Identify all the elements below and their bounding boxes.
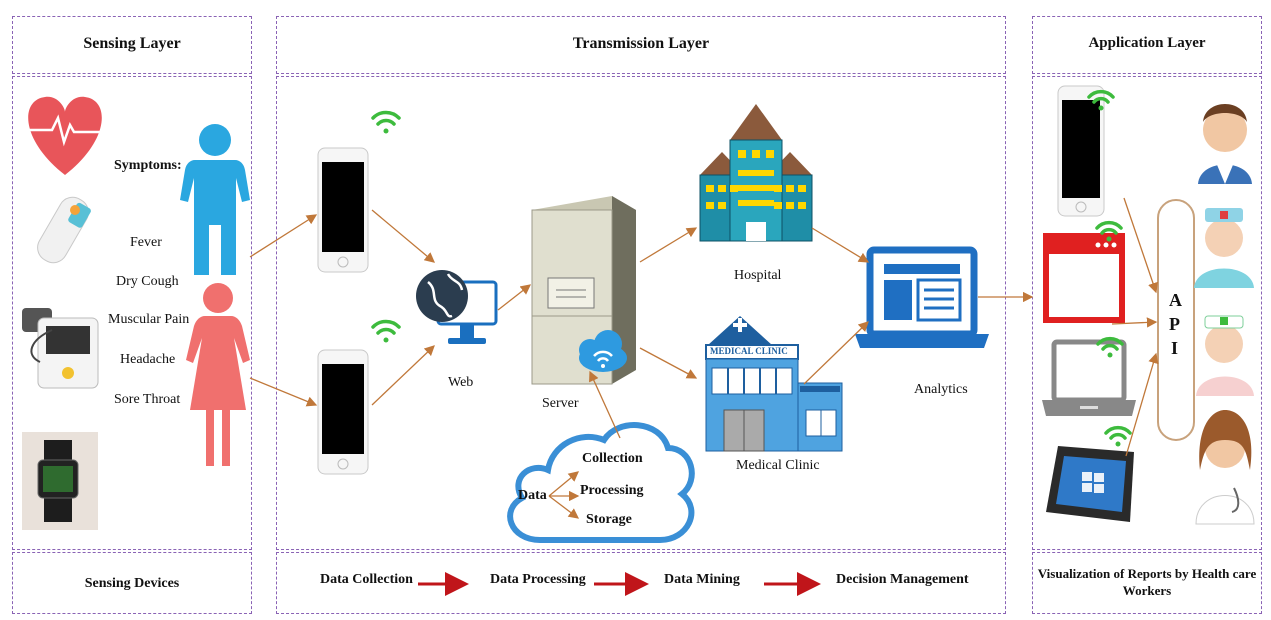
laptop-icon — [1042, 339, 1136, 416]
wifi-icon — [1095, 220, 1123, 242]
sensing-devices-label: Sensing Devices — [84, 576, 180, 591]
data-cloud-icon — [507, 422, 695, 543]
web-label: Web — [448, 375, 474, 390]
female-person-icon — [186, 283, 250, 466]
cloud-storage-label: Storage — [586, 512, 632, 527]
tablet-icon — [1046, 446, 1134, 522]
api-letter-i: I — [1171, 338, 1179, 358]
clinic-sign-label: MEDICAL CLINIC — [710, 346, 788, 356]
transmission-footer-box — [276, 552, 1006, 614]
sensing-layer-title: Sensing Layer — [83, 35, 181, 52]
analytics-label: Analytics — [914, 382, 968, 397]
clinic-icon — [705, 316, 843, 452]
smartphone-icon — [317, 349, 369, 475]
application-footer-box — [1032, 552, 1262, 614]
male-person-icon — [180, 124, 250, 275]
smartphone-icon — [1057, 85, 1105, 217]
application-footer-label: Visualization of Reports by Health care … — [1037, 566, 1257, 598]
heart-rate-icon — [22, 96, 108, 175]
transmission-body-box — [276, 76, 1006, 550]
cloud-data-label: Data — [518, 488, 547, 503]
smartwatch-icon — [22, 432, 98, 530]
globe-monitor-icon — [416, 270, 498, 344]
transmission-layer-title: Transmission Layer — [572, 35, 710, 52]
wifi-icon — [371, 319, 401, 343]
hospital-icon — [699, 104, 813, 242]
nurse-avatar-icon — [1194, 208, 1254, 288]
flow-arrows — [249, 197, 1159, 519]
laptop-icon — [855, 246, 989, 348]
blood-pressure-monitor-icon — [22, 308, 99, 389]
sensing-footer-box — [12, 552, 252, 614]
sensing-body-box — [12, 76, 252, 550]
pipeline-data-processing: Data Processing — [490, 572, 586, 587]
api-pill — [1157, 199, 1195, 441]
api-letter-p: P — [1169, 314, 1180, 334]
wifi-icon — [1096, 336, 1124, 358]
cloud-collection-label: Collection — [582, 451, 643, 466]
wifi-icon — [371, 110, 401, 134]
symptom-fever: Fever — [130, 235, 162, 250]
symptom-dry-cough: Dry Cough — [116, 274, 179, 289]
nurse-avatar-icon — [1196, 315, 1254, 396]
cloud-wifi-icon — [579, 330, 627, 372]
hospital-label: Hospital — [734, 268, 782, 283]
symptom-muscular-pain: Muscular Pain — [108, 312, 190, 327]
wifi-icon — [1087, 89, 1115, 111]
symptom-sore-throat: Sore Throat — [114, 392, 181, 407]
application-layer-title: Application Layer — [1088, 35, 1206, 51]
server-label: Server — [542, 396, 579, 411]
wifi-icon — [1104, 425, 1132, 447]
smartphone-icon — [317, 147, 369, 273]
pipeline-decision-management: Decision Management — [836, 572, 969, 587]
application-header-box — [1032, 16, 1262, 74]
symptoms-heading: Symptoms: — [114, 158, 182, 173]
symptom-headache: Headache — [120, 352, 176, 367]
clinic-label: Medical Clinic — [736, 458, 820, 473]
transmission-header-box — [276, 16, 1006, 74]
pipeline-data-collection: Data Collection — [320, 572, 413, 587]
application-body-box — [1032, 76, 1262, 550]
doctor-avatar-icon — [1198, 104, 1252, 184]
thermometer-icon — [37, 196, 91, 264]
pipeline-data-mining: Data Mining — [664, 572, 740, 587]
api-letter-a: A — [1169, 290, 1182, 310]
browser-window-icon — [1043, 233, 1125, 323]
sensing-header-box — [12, 16, 252, 74]
cloud-processing-label: Processing — [580, 483, 644, 498]
doctor-avatar-icon — [1195, 410, 1255, 525]
